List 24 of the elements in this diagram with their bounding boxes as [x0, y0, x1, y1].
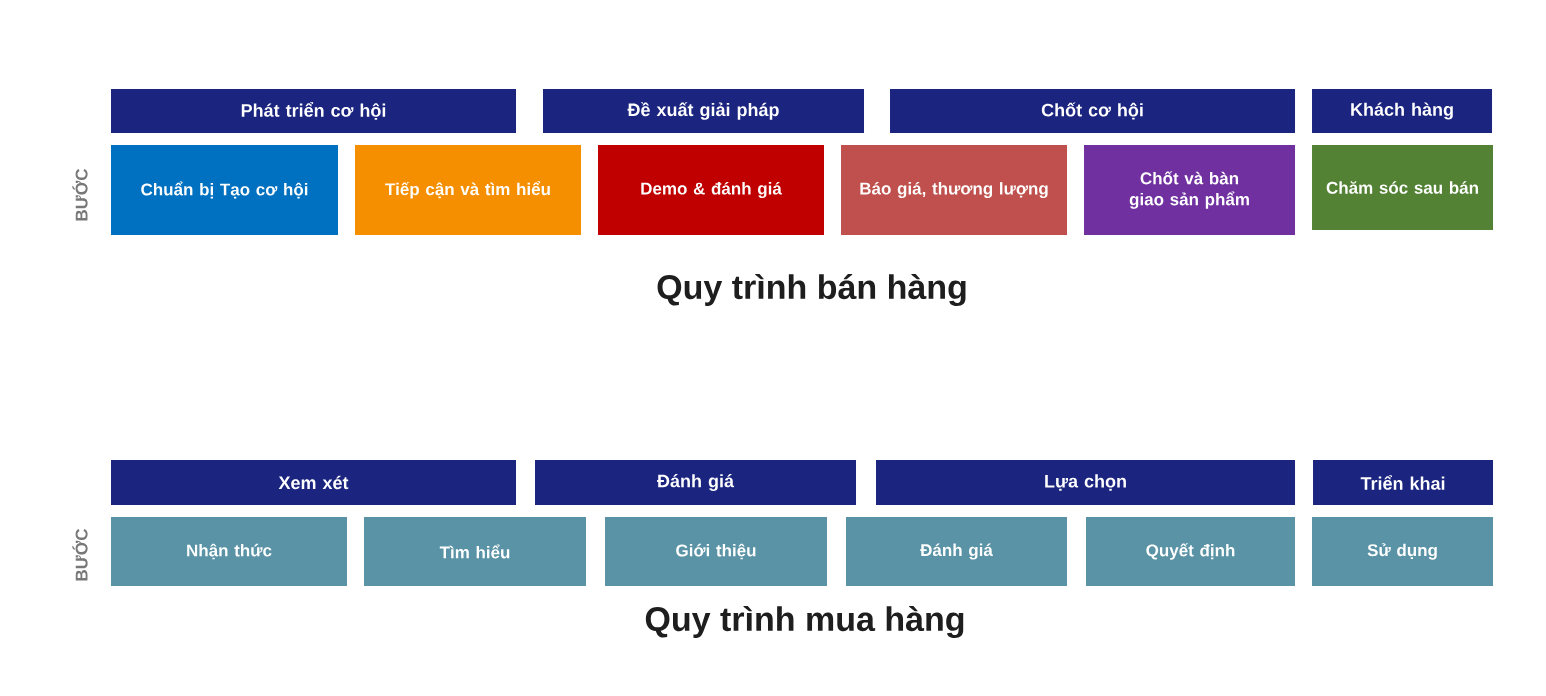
header-bar: Khách hàng	[1312, 89, 1492, 133]
step-box: Demo & đánh giá	[598, 145, 824, 235]
header-bar: Đánh giá	[535, 460, 856, 505]
step-box: Nhận thức	[111, 517, 347, 586]
step-box: Giới thiệu	[605, 517, 827, 586]
header-bar: Lựa chọn	[876, 460, 1295, 505]
header-bar: Xem xét	[111, 460, 516, 505]
step-box: Đánh giá	[846, 517, 1067, 586]
process-title: Quy trình bán hàng	[657, 273, 966, 307]
step-box: Chăm sóc sau bán	[1312, 145, 1493, 230]
step-box: Quyết định	[1086, 517, 1295, 586]
step-box: Sử dụng	[1312, 517, 1493, 586]
step-box: Báo giá, thương lượng	[841, 145, 1067, 235]
header-bar: Đề xuất giải pháp	[543, 89, 864, 133]
step-box: Chuẩn bị Tạo cơ hội	[111, 145, 338, 235]
header-bar: Phát triển cơ hội	[111, 89, 516, 133]
row-label: BƯỚC	[72, 528, 88, 581]
step-box: Tiếp cận và tìm hiểu	[355, 145, 581, 235]
header-bar: Chốt cơ hội	[890, 89, 1295, 133]
step-box: Tìm hiểu	[364, 517, 586, 586]
process-title: Quy trình mua hàng	[645, 605, 964, 639]
row-label: BƯỚC	[72, 168, 88, 221]
step-box: Chốt và bàn giao sản phẩm	[1084, 145, 1295, 235]
header-bar: Triển khai	[1313, 460, 1493, 505]
